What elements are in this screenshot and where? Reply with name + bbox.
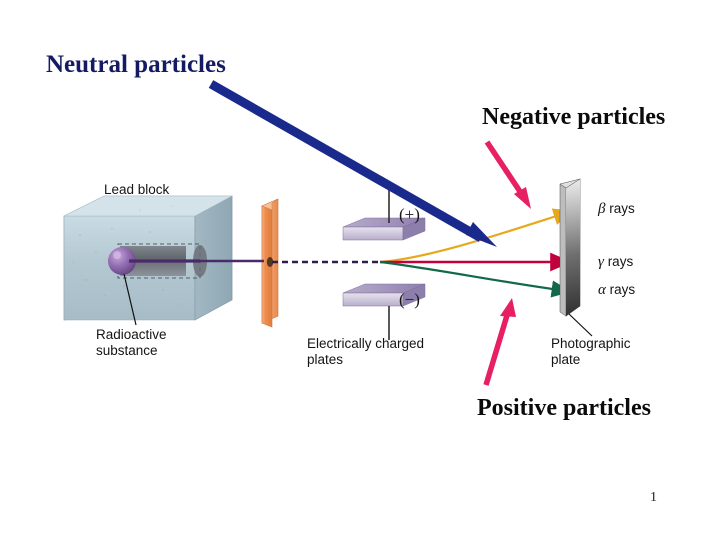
positive-plate-sign: (+)	[399, 205, 420, 224]
electrically-charged-plates-label: Electrically charged plates	[307, 336, 425, 367]
gamma-ray-text: rays	[607, 254, 634, 269]
photographic-plate-label: Photographic plate	[551, 336, 631, 367]
incident-beam	[129, 259, 380, 264]
ray-paths	[379, 208, 574, 298]
negative-plate-sign: (−)	[399, 290, 420, 309]
gamma-ray-label: γ rays	[598, 254, 633, 271]
alpha-ray-label: α rays	[598, 282, 635, 299]
lead-block-label: Lead block	[104, 182, 170, 197]
charged-plate-negative	[342, 283, 426, 340]
alpha-symbol: α	[598, 282, 606, 298]
positive-particles-label: Positive particles	[477, 395, 651, 421]
radioactive-substance-label: Radioactive substance	[96, 327, 167, 358]
beta-symbol: β	[598, 201, 606, 217]
negative-particles-label: Negative particles	[482, 104, 666, 130]
gamma-symbol: γ	[598, 254, 604, 270]
negative-particles-arrow	[484, 140, 531, 209]
charged-plate-positive	[342, 188, 426, 241]
alpha-ray-text: rays	[609, 282, 636, 297]
beta-ray-text: rays	[609, 201, 635, 216]
photographic-plate	[559, 178, 593, 337]
neutral-particles-label: Neutral particles	[46, 51, 226, 78]
positive-particles-arrow	[483, 298, 516, 386]
page-number: 1	[650, 490, 657, 505]
collimator-slit	[261, 198, 279, 328]
neutral-particles-arrow	[208, 80, 497, 247]
beta-ray-label: β rays	[598, 201, 635, 218]
